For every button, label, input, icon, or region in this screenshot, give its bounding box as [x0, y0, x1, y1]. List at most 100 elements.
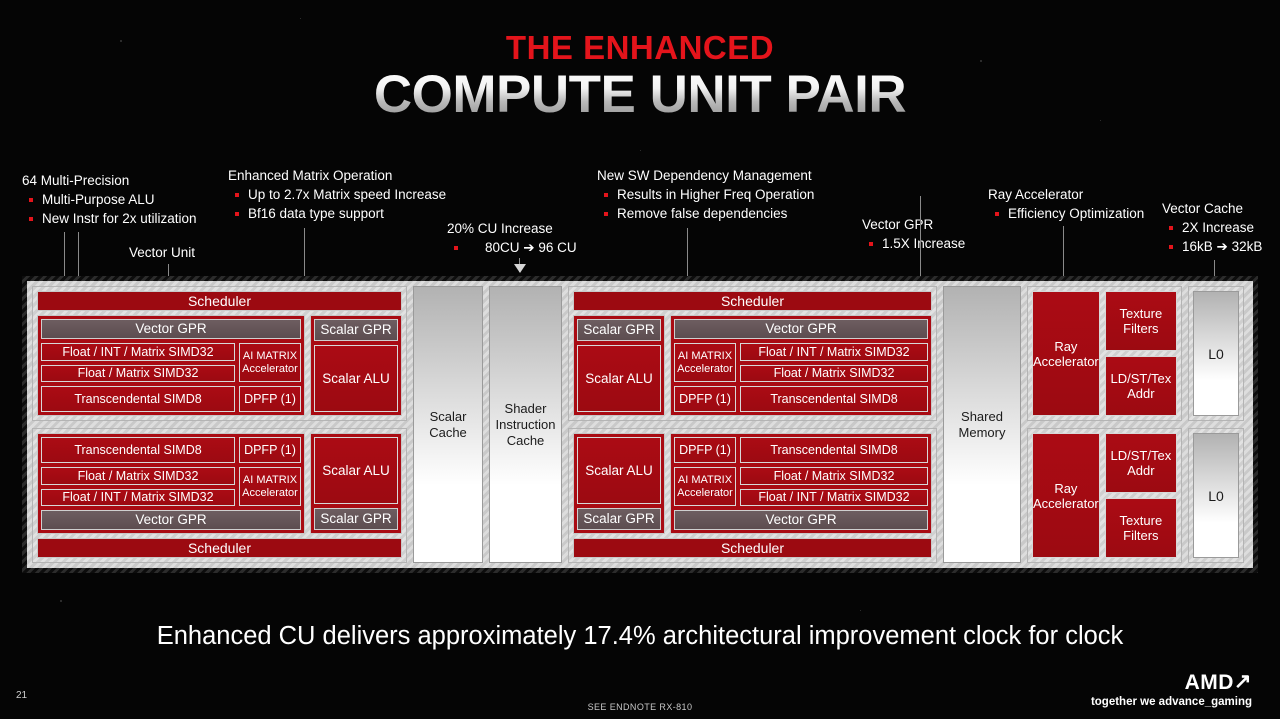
scalar-unit-block: Scalar ALU Scalar GPR [310, 433, 402, 534]
shader-instruction-cache-block: Shader Instruction Cache [489, 286, 562, 563]
dpfp-block: DPFP (1) [674, 386, 736, 412]
l0-top-wrap: L0 [1188, 286, 1244, 421]
endnote-reference: SEE ENDNOTE RX-810 [587, 702, 693, 712]
transcendental-block: Transcendental SIMD8 [41, 386, 235, 412]
annotation-vector-cache: Vector Cache 2X Increase 16kB ➔ 32kB [1162, 199, 1262, 256]
scalar-gpr-block: Scalar GPR [314, 508, 398, 530]
simd-block: Float / Matrix SIMD32 [41, 467, 235, 485]
annotation-heading: Vector GPR [862, 217, 934, 232]
vector-unit-block: Vector GPR Float / INT / Matrix SIMD32 F… [37, 315, 305, 416]
annotation-bullet: Remove false dependencies [597, 204, 814, 223]
annotation-heading: New SW Dependency Management [597, 168, 812, 183]
annotation-bullet: Results in Higher Freq Operation [597, 185, 814, 204]
annotation-ray-accelerator: Ray Accelerator Efficiency Optimization [988, 185, 1144, 223]
annotation-bullet: 80CU ➔ 96 CU [447, 238, 577, 257]
texture-filters-block: Texture Filters [1104, 498, 1177, 558]
texture-filters-block: Texture Filters [1104, 291, 1177, 351]
leader-line [1063, 226, 1064, 320]
scheduler-block: Scheduler [573, 291, 932, 311]
right-cu-bottom: Scalar ALU Scalar GPR DPFP (1) Transcend… [568, 428, 937, 563]
left-cu-bottom: Transcendental SIMD8 DPFP (1) Float / Ma… [32, 428, 407, 563]
page-number: 21 [16, 690, 28, 701]
right-cu-pair: Scheduler Scalar GPR Scalar ALU Vector G… [568, 286, 937, 563]
simd-block: Float / INT / Matrix SIMD32 [740, 488, 928, 506]
annotation-multi-precision: 64 Multi-Precision Multi-Purpose ALU New… [22, 171, 197, 228]
scalar-gpr-block: Scalar GPR [314, 319, 398, 341]
scheduler-block: Scheduler [573, 538, 932, 558]
amd-tagline: together we advance_gaming [1090, 696, 1252, 708]
ray-accelerator-block: Ray Accelerator [1032, 433, 1100, 558]
scalar-gpr-block: Scalar GPR [577, 319, 661, 341]
summary-caption: Enhanced CU delivers approximately 17.4%… [156, 622, 1124, 650]
down-arrow-icon [514, 264, 526, 273]
scalar-alu-block: Scalar ALU [314, 345, 398, 412]
scalar-cache-block: Scalar Cache [413, 286, 483, 563]
ra-tex-top: Ray Accelerator Texture Filters LD/ST/Te… [1027, 286, 1182, 421]
scalar-unit-block: Scalar ALU Scalar GPR [573, 433, 665, 534]
vector-gpr-block: Vector GPR [674, 510, 928, 530]
ldst-tex-addr-block: LD/ST/Tex Addr [1104, 433, 1177, 493]
speckle [640, 150, 641, 151]
dpfp-block: DPFP (1) [674, 437, 736, 463]
amd-arrow-icon: ↗ [1233, 670, 1252, 693]
vector-unit-block: Vector GPR AI MATRIX Accelerator Float /… [670, 315, 932, 416]
annotation-sw-dependency: New SW Dependency Management Results in … [597, 166, 814, 223]
annotation-bullet: New Instr for 2x utilization [22, 209, 197, 228]
scalar-alu-block: Scalar ALU [577, 345, 661, 412]
annotation-vector-gpr: Vector GPR 1.5X Increase [862, 215, 965, 253]
vector-unit-block: DPFP (1) Transcendental SIMD8 AI MATRIX … [670, 433, 932, 534]
vector-gpr-block: Vector GPR [41, 319, 301, 339]
scalar-unit-block: Scalar GPR Scalar ALU [573, 315, 665, 416]
annotation-cu-increase: 20% CU Increase 80CU ➔ 96 CU [447, 219, 577, 257]
ray-accelerator-block: Ray Accelerator [1032, 291, 1100, 416]
annotation-bullet: Up to 2.7x Matrix speed Increase [228, 185, 446, 204]
simd-block: Float / INT / Matrix SIMD32 [41, 488, 235, 506]
annotation-bullet: 2X Increase [1162, 218, 1262, 237]
ai-matrix-accelerator-block: AI MATRIX Accelerator [674, 343, 736, 382]
compute-unit-pair-diagram: Scheduler Vector GPR Float / INT / Matri… [22, 276, 1258, 573]
l0-cache-block: L0 [1193, 433, 1239, 558]
annotation-heading: 64 Multi-Precision [22, 173, 130, 188]
speckle [60, 600, 62, 602]
leader-line [920, 196, 921, 322]
shared-memory-block: Shared Memory [943, 286, 1021, 563]
ray-accelerator-texture-column: Ray Accelerator Texture Filters LD/ST/Te… [1027, 286, 1182, 563]
annotation-heading: 20% CU Increase [447, 221, 553, 236]
speckle [860, 610, 861, 611]
simd-block: Float / Matrix SIMD32 [740, 467, 928, 485]
speckle [300, 18, 301, 19]
right-cu-top: Scheduler Scalar GPR Scalar ALU Vector G… [568, 286, 937, 421]
ra-tex-bottom: Ray Accelerator LD/ST/Tex Addr Texture F… [1027, 428, 1182, 563]
simd-block: Float / INT / Matrix SIMD32 [740, 343, 928, 361]
title-line-1: THE ENHANCED [505, 29, 775, 66]
dpfp-block: DPFP (1) [239, 386, 301, 412]
l0-cache-block: L0 [1193, 291, 1239, 416]
annotation-bullet: 1.5X Increase [862, 234, 965, 253]
annotation-bullet: 16kB ➔ 32kB [1162, 237, 1262, 256]
transcendental-block: Transcendental SIMD8 [740, 437, 928, 463]
simd-block: Float / Matrix SIMD32 [740, 364, 928, 382]
scalar-alu-block: Scalar ALU [314, 437, 398, 504]
annotation-enhanced-matrix-operation: Enhanced Matrix Operation Up to 2.7x Mat… [228, 166, 446, 223]
transcendental-block: Transcendental SIMD8 [41, 437, 235, 463]
simd-block: Float / INT / Matrix SIMD32 [41, 343, 235, 361]
amd-wordmark: AMD↗ [1091, 670, 1252, 693]
left-cu-top: Scheduler Vector GPR Float / INT / Matri… [32, 286, 407, 421]
left-cu-pair: Scheduler Vector GPR Float / INT / Matri… [32, 286, 407, 563]
annotation-bullet: Multi-Purpose ALU [22, 190, 197, 209]
l0-column: L0 L0 [1188, 286, 1244, 563]
ai-matrix-accelerator-block: AI MATRIX Accelerator [239, 467, 301, 506]
l0-bottom-wrap: L0 [1188, 428, 1244, 563]
scheduler-block: Scheduler [37, 291, 402, 311]
amd-logo: AMD↗ together we advance_gaming [1090, 670, 1252, 709]
scheduler-block: Scheduler [37, 538, 402, 558]
annotation-heading: Enhanced Matrix Operation [228, 168, 393, 183]
annotation-vector-unit: Vector Unit [129, 243, 195, 262]
ldst-tex-addr-block: LD/ST/Tex Addr [1104, 356, 1177, 416]
annotation-bullet: Bf16 data type support [228, 204, 446, 223]
vector-gpr-block: Vector GPR [674, 319, 928, 339]
scalar-alu-block: Scalar ALU [577, 437, 661, 504]
dpfp-block: DPFP (1) [239, 437, 301, 463]
annotation-heading: Vector Cache [1162, 201, 1244, 216]
vector-unit-block: Transcendental SIMD8 DPFP (1) Float / Ma… [37, 433, 305, 534]
